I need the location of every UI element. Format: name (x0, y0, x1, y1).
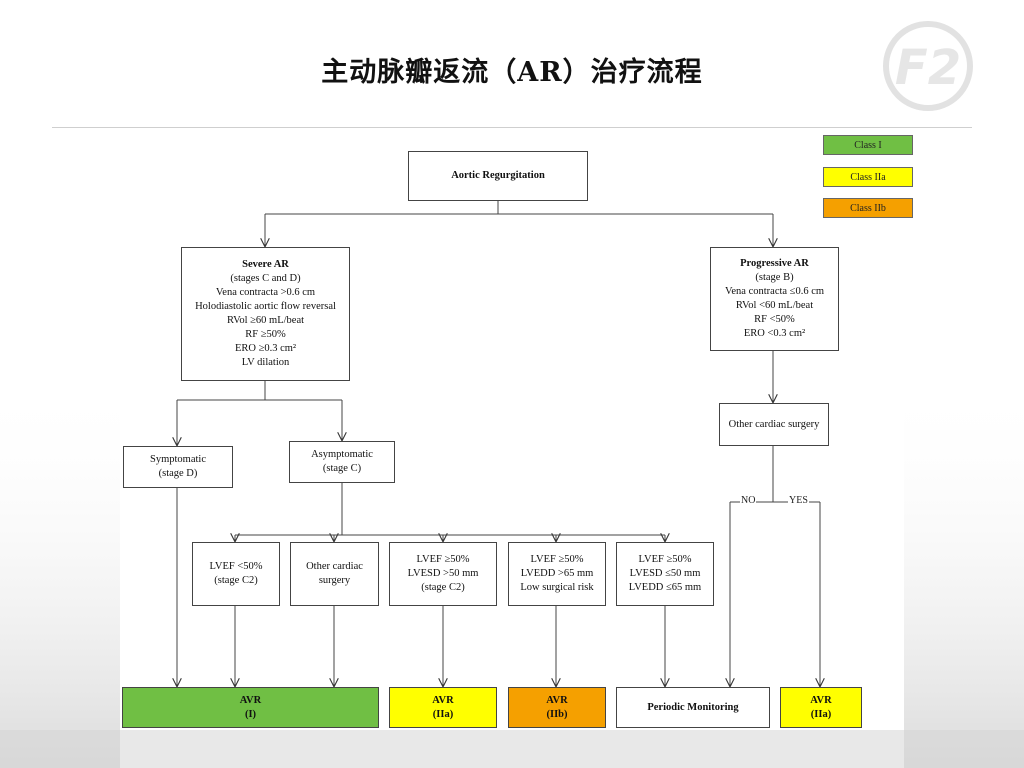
outcome-avr-class-i-line1: AVR (239, 694, 262, 706)
node-lvef-below-50-line: (stage C2) (214, 575, 258, 586)
node-aortic-regurgitation-title: Aortic Regurgitation (451, 170, 545, 181)
node-severe-ar-line: Holodiastolic aortic flow reversal (195, 301, 336, 312)
legend-class-i: Class I (823, 135, 913, 155)
outcome-periodic-monitoring-label: Periodic Monitoring (647, 701, 739, 713)
outcome-avr-class-iia-right-line2: (IIa) (810, 708, 832, 720)
node-lvesd-at-most-50: LVEF ≥50% LVESD ≤50 mm LVEDD ≤65 mm (616, 542, 714, 606)
node-asymptomatic-line: (stage C) (322, 463, 362, 474)
outcome-avr-class-iia-line1: AVR (432, 694, 454, 706)
watermark-logo: F2 (883, 21, 973, 111)
node-severe-ar-line: ERO ≥0.3 cm² (234, 343, 297, 354)
node-other-cardiac-surgery: Other cardiac surgery (290, 542, 379, 606)
node-symptomatic: Symptomatic (stage D) (123, 446, 233, 488)
node-lvedd-above-65-line: Low surgical risk (520, 582, 594, 593)
outcome-avr-class-iia-right: AVR (IIa) (780, 687, 862, 728)
node-progressive-ar-line: RF <50% (754, 314, 795, 325)
node-other-cardiac-surgery-right: Other cardiac surgery (719, 403, 829, 446)
node-lvesd-above-50: LVEF ≥50% LVESD >50 mm (stage C2) (389, 542, 497, 606)
outcome-avr-class-i-line2: (I) (244, 708, 257, 720)
node-progressive-ar-line: Vena contracta ≤0.6 cm (724, 286, 825, 297)
node-asymptomatic: Asymptomatic (stage C) (289, 441, 395, 483)
node-progressive-ar-title: Progressive AR (740, 258, 809, 269)
node-lvesd-at-most-50-line: LVEDD ≤65 mm (628, 582, 702, 593)
outcome-avr-class-iia-right-line1: AVR (810, 694, 832, 706)
node-progressive-ar-line: RVol <60 mL/beat (735, 300, 814, 311)
node-lvesd-above-50-line: LVESD >50 mm (407, 568, 479, 579)
legend-class-i-label: Class I (854, 139, 882, 151)
node-progressive-ar-line: ERO <0.3 cm² (743, 328, 806, 339)
node-severe-ar: Severe AR (stages C and D) Vena contract… (181, 247, 350, 381)
node-severe-ar-line: Vena contracta >0.6 cm (215, 287, 316, 298)
node-aortic-regurgitation: Aortic Regurgitation (408, 151, 588, 201)
outcome-avr-class-iib-line2: (IIb) (546, 708, 568, 720)
node-progressive-ar-line: (stage B) (755, 272, 794, 283)
outcome-avr-class-iia-line2: (IIa) (432, 708, 454, 720)
node-progressive-ar: Progressive AR (stage B) Vena contracta … (710, 247, 839, 351)
title-divider (52, 127, 972, 128)
legend-class-iia-label: Class IIa (850, 171, 886, 183)
legend-class-iib: Class IIb (823, 198, 913, 218)
node-lvef-below-50-line: LVEF <50% (209, 561, 263, 572)
node-other-cardiac-surgery-line: Other cardiac (306, 561, 363, 572)
node-severe-ar-title: Severe AR (242, 259, 289, 270)
node-other-cardiac-surgery-line: surgery (318, 575, 351, 586)
branch-label-no: NO (740, 495, 757, 506)
node-symptomatic-line: (stage D) (158, 468, 198, 479)
watermark-text: F2 (895, 40, 961, 96)
outcome-avr-class-iib-line1: AVR (546, 694, 568, 706)
node-lvesd-above-50-line: (stage C2) (421, 582, 465, 593)
node-lvesd-above-50-line: LVEF ≥50% (416, 554, 470, 565)
outcome-avr-class-iib: AVR (IIb) (508, 687, 606, 728)
node-lvedd-above-65: LVEF ≥50% LVEDD >65 mm Low surgical risk (508, 542, 606, 606)
node-other-cardiac-surgery-right-label: Other cardiac surgery (728, 418, 820, 430)
node-severe-ar-line: (stages C and D) (230, 273, 301, 284)
branch-label-yes: YES (788, 495, 809, 506)
outcome-periodic-monitoring: Periodic Monitoring (616, 687, 770, 728)
node-lvedd-above-65-line: LVEDD >65 mm (520, 568, 594, 579)
node-severe-ar-line: RF ≥50% (245, 329, 286, 340)
slide-title: 主动脉瓣返流（AR）治疗流程 (321, 57, 703, 88)
node-asymptomatic-line: Asymptomatic (311, 449, 373, 460)
node-severe-ar-line: LV dilation (241, 357, 290, 368)
legend-class-iib-label: Class IIb (850, 202, 886, 214)
node-lvesd-at-most-50-line: LVEF ≥50% (638, 554, 692, 565)
outcome-avr-class-i: AVR (I) (122, 687, 379, 728)
node-severe-ar-line: RVol ≥60 mL/beat (226, 315, 305, 326)
node-lvef-below-50: LVEF <50% (stage C2) (192, 542, 280, 606)
node-lvedd-above-65-line: LVEF ≥50% (530, 554, 584, 565)
node-symptomatic-line: Symptomatic (150, 454, 206, 465)
outcome-avr-class-iia: AVR (IIa) (389, 687, 497, 728)
legend-class-iia: Class IIa (823, 167, 913, 187)
node-lvesd-at-most-50-line: LVESD ≤50 mm (629, 568, 701, 579)
